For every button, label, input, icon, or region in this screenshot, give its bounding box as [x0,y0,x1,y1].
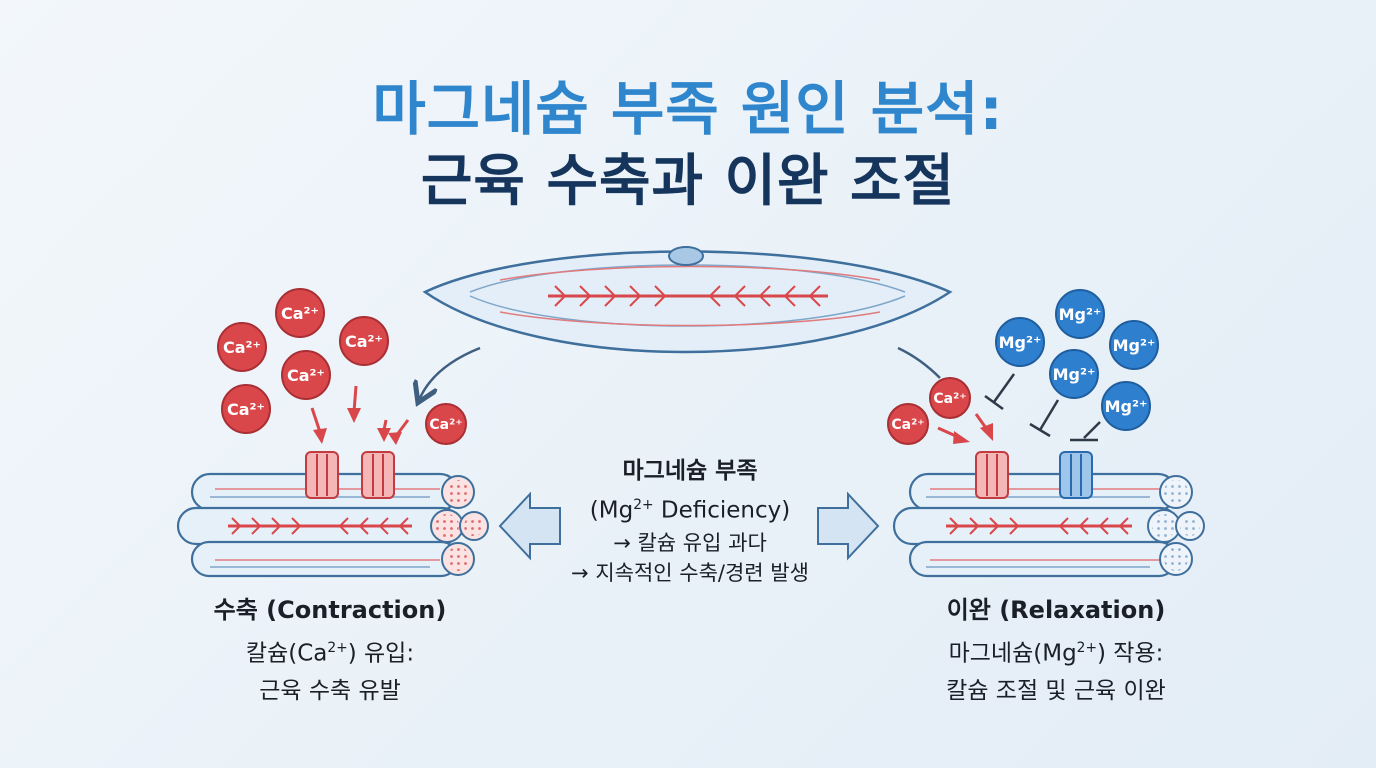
ca-ion: Ca²⁺ [281,350,331,400]
svg-text:Ca²⁺: Ca²⁺ [281,304,319,323]
right-fiber-bundle [892,451,1205,578]
svg-text:Mg²⁺: Mg²⁺ [1113,336,1156,355]
svg-text:Mg²⁺: Mg²⁺ [1053,365,1096,384]
relaxation-description: 마그네슘(Mg2+) 작용: 칼슘 조절 및 근육 이완 [946,640,1166,704]
ca-ion: Ca²⁺ [929,377,971,419]
svg-text:Ca²⁺: Ca²⁺ [933,391,966,407]
ca-ion: Ca²⁺ [217,322,267,372]
svg-text:Ca²⁺: Ca²⁺ [287,366,325,385]
deficiency-heading: 마그네슘 부족 [622,458,758,484]
mg-ion: Mg²⁺ [1109,320,1159,370]
mg-ion: Mg²⁺ [1049,349,1099,399]
arrow-to-contraction [420,346,481,398]
deficiency-explanation: 마그네슘 부족 (Mg2+ Deficiency) → 칼슘 유입 과다 → 지… [530,454,850,588]
title-line-1: 마그네슘 부족 원인 분석: [372,75,1004,143]
deficiency-subheading: (Mg2+ Deficiency) [589,497,791,524]
svg-text:Ca²⁺: Ca²⁺ [227,400,265,419]
mg-ion: Mg²⁺ [1055,289,1105,339]
svg-text:Mg²⁺: Mg²⁺ [999,333,1042,352]
left-block-arrow [498,491,561,561]
mg-ion: Mg²⁺ [1101,381,1151,431]
svg-text:Ca²⁺: Ca²⁺ [345,332,383,351]
svg-text:Mg²⁺: Mg²⁺ [1105,397,1148,416]
magnesium-ions: Mg²⁺ Mg²⁺ Mg²⁺ Mg²⁺ Mg²⁺ [995,289,1159,431]
svg-text:Ca²⁺: Ca²⁺ [429,417,462,433]
svg-text:Ca²⁺: Ca²⁺ [223,338,261,357]
magnesium-inhibition-lines [984,373,1101,442]
muscle-cell-illustration [422,246,953,354]
mg-ion: Mg²⁺ [995,317,1045,367]
effect-2: → 지속적인 수축/경련 발생 [571,560,809,585]
calcium-ions-right: Ca²⁺ Ca²⁺ [887,377,971,445]
arrow-to-relaxation [897,346,941,379]
ca-ion: Ca²⁺ [221,384,271,434]
effect-1: → 칼슘 유입 과다 [613,530,767,555]
ca-ion: Ca²⁺ [425,403,467,445]
calcium-ions-left: Ca²⁺ Ca²⁺ Ca²⁺ Ca²⁺ Ca²⁺ Ca²⁺ [217,288,467,445]
ca-ion: Ca²⁺ [339,316,389,366]
calcium-small-arrows [937,413,993,444]
ca-ion: Ca²⁺ [887,403,929,445]
contraction-description: 칼슘(Ca2+) 유입: 근육 수축 유발 [245,640,415,704]
ca-ion: Ca²⁺ [275,288,325,338]
svg-text:Ca²⁺: Ca²⁺ [891,417,924,433]
contraction-title: 수축 (Contraction) [213,596,447,624]
calcium-influx-arrows [310,385,410,445]
title-line-2: 근육 수축과 이완 조절 [420,149,956,214]
right-block-arrow [817,491,880,561]
svg-text:Mg²⁺: Mg²⁺ [1059,305,1102,324]
left-fiber-bundle [176,451,489,578]
relaxation-title: 이완 (Relaxation) [946,596,1166,624]
